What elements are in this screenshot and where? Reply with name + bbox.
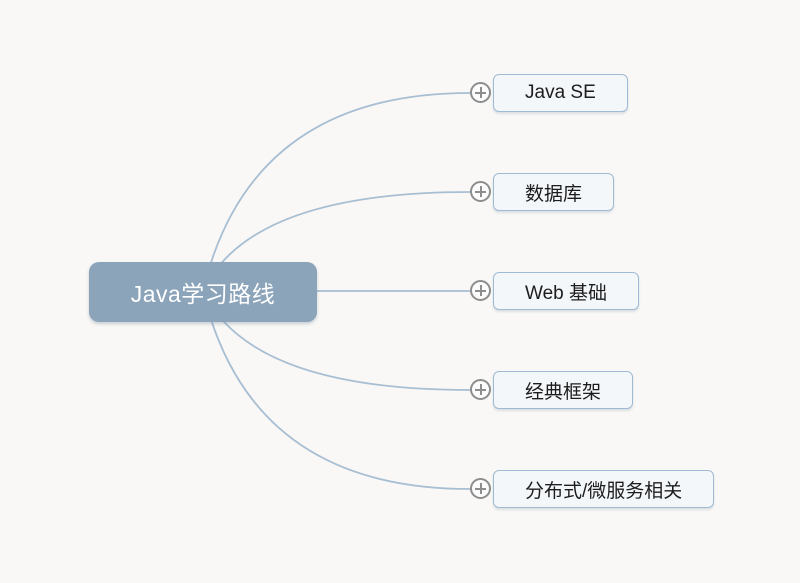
topic-frameworks[interactable]: 经典框架 bbox=[493, 371, 634, 409]
topic-database[interactable]: 数据库 bbox=[493, 173, 615, 211]
expand-plus-icon[interactable] bbox=[470, 478, 491, 499]
expand-plus-icon[interactable] bbox=[470, 82, 491, 103]
topic-label: 分布式/微服务相关 bbox=[525, 480, 683, 502]
expand-plus-icon[interactable] bbox=[470, 379, 491, 400]
connector-distributed bbox=[202, 290, 471, 490]
topic-java-se[interactable]: Java SE bbox=[493, 74, 628, 112]
topic-label: 经典框架 bbox=[525, 381, 602, 403]
expand-plus-icon[interactable] bbox=[470, 280, 491, 301]
topic-web-basics[interactable]: Web 基础 bbox=[493, 272, 640, 310]
root-topic-label: Java学习路线 bbox=[130, 281, 276, 307]
expand-plus-icon[interactable] bbox=[470, 181, 491, 202]
topic-label: Web 基础 bbox=[525, 282, 608, 304]
topic-distributed[interactable]: 分布式/微服务相关 bbox=[493, 470, 715, 508]
topic-label: 数据库 bbox=[525, 183, 583, 205]
topic-label: Java SE bbox=[525, 82, 596, 103]
root-topic[interactable]: Java学习路线 bbox=[89, 262, 317, 322]
connector-java-se bbox=[202, 92, 471, 292]
